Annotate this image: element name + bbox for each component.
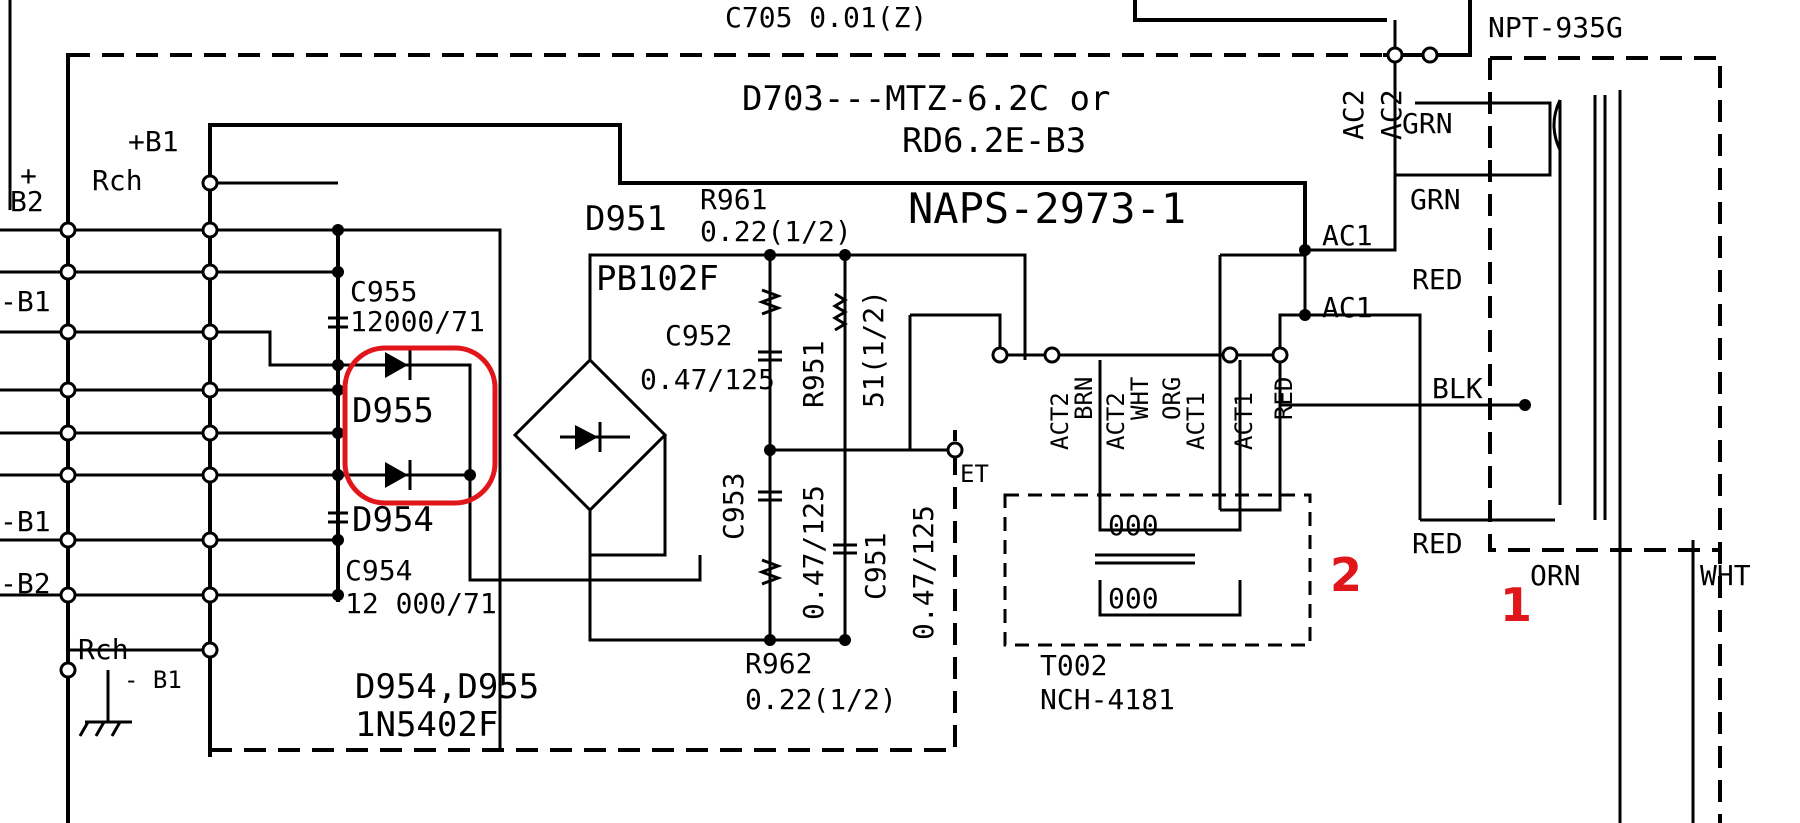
c951-value: 0.47/125 [907,505,940,640]
annotation-mark-1: 1 [1500,578,1533,632]
c955-symbol [328,316,348,329]
grn-label-1: GRN [1402,107,1453,140]
blk-label: BLK [1432,372,1483,405]
d955-wire-top [338,363,472,475]
bridge-right-wire [590,435,667,557]
red-label-2: RED [1412,527,1463,560]
transformer-boundary [1488,56,1722,823]
d951-label: D951 [585,199,667,239]
c951-label: C951 [859,532,892,600]
minus-b1-bottom-label: - B1 [124,666,182,694]
rail-crossovers [0,181,502,750]
pin-org: ORG [1158,376,1186,420]
c953-value: 0.47/125 [797,485,830,620]
r962-zig [757,558,783,586]
d954-out-wire [468,475,702,582]
grn-wire [1395,101,1552,177]
d954-label: D954 [352,500,434,540]
r951-zig [832,292,848,345]
c955-value: 12000/71 [350,305,485,338]
d955-lower-diode [385,460,412,490]
ground-symbol [78,670,132,737]
wht-label: WHT [1700,559,1751,592]
orn-label: ORN [1530,559,1581,592]
b1-top-wire [208,123,1307,252]
t002-coil-top: 000 [1108,509,1159,542]
grn-label-2: GRN [1410,183,1461,216]
junction-nodes [59,46,1439,679]
power-transformer-secondary-coil [1593,95,1607,520]
ac1-lower [1310,313,1422,520]
bottom-wire [210,430,957,752]
d955-upper-diode [385,350,412,380]
b2-plus-sign: + [20,159,37,192]
diode-note-line2: 1N5402F [355,705,499,745]
junction-dots [332,224,1531,646]
top-right-wire [1133,0,1387,22]
d703-label-line1: D703---MTZ-6.2C or [742,79,1111,119]
minus-b1-low-label: -B1 [0,505,51,538]
r962-name: R962 [745,647,813,680]
d703-label-line2: RD6.2E-B3 [902,121,1087,161]
t002-coil-bottom: 000 [1108,582,1159,615]
bridge-left-wire [588,253,770,360]
d955-label: D955 [352,391,434,431]
c955-name: C955 [350,275,418,308]
r962-value: 0.22(1/2) [745,683,897,716]
r951-value: 51(1/2) [857,289,890,408]
pin-act2: ACT2 [1046,392,1074,450]
annotation-mark-2: 2 [1330,548,1363,602]
ac2-label-a: AC2 [1337,89,1370,140]
pin-wht: WHT [1126,376,1154,420]
plus-b1-label: +B1 [128,125,179,158]
t002-name: T002 [1040,649,1108,682]
t002-primary [1098,360,1242,532]
r951-label: R951 [797,340,830,408]
t002-core [1095,553,1195,565]
pin-red: RED [1270,376,1298,420]
minus-b2-label: -B2 [0,567,51,600]
top-r961-wire [770,253,1027,360]
c953-label: C953 [717,472,750,540]
c951-plates [833,543,857,555]
npt-wire [1383,0,1472,57]
t002-secondary [1098,580,1242,617]
c954-value: 12 000/71 [345,587,497,620]
r961-value: 0.22(1/2) [700,215,852,248]
c952-plates [758,350,782,362]
rch-top-label: Rch [92,164,143,197]
ac1-label-a: AC1 [1322,219,1373,252]
c952-name: C952 [665,319,733,352]
rch-bottom-label: Rch [78,633,129,666]
minus-b1-top-label: -B1 [0,285,51,318]
pin-act1b: ACT1 [1230,392,1258,450]
pin-brn: BRN [1070,376,1098,420]
c953-plates [758,490,782,502]
b2-top-label: B2 [10,185,44,218]
d955-highlight [342,345,498,506]
pin-act2b: ACT2 [1102,392,1130,450]
c952-value: 0.47/125 [640,363,775,396]
c954-symbol [328,511,348,524]
diode-note-line1: D954,D955 [355,667,540,707]
t002-part: NCH-4181 [1040,683,1175,716]
r961-name: R961 [700,183,768,216]
c954-name: C954 [345,554,413,587]
bridge-bottom-wire [588,510,840,642]
npt-label: NPT-935G [1488,11,1623,44]
naps-to-ac1 [1305,20,1397,252]
r961-zig [757,288,783,316]
power-transformer-primary-coil [1552,99,1562,505]
t002-box [1003,493,1312,647]
pin-act1: ACT1 [1182,392,1210,450]
et-label: ET [960,460,989,488]
pb102f-label: PB102F [596,259,719,299]
naps-label: NAPS-2973-1 [908,184,1187,233]
c705-label: C705 0.01(Z) [725,1,928,34]
ac1-label-b: AC1 [1322,291,1373,324]
red-label-1: RED [1412,263,1463,296]
